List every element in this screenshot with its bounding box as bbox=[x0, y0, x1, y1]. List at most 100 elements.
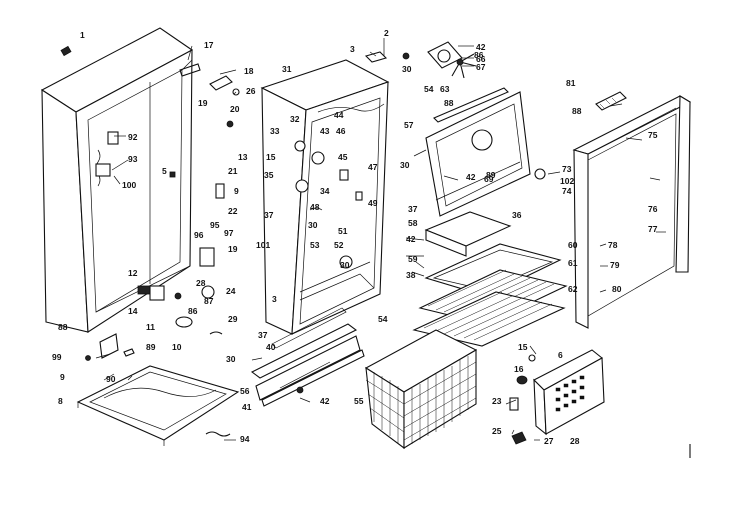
label-96: 96 bbox=[194, 230, 204, 240]
label-28: 28 bbox=[570, 436, 580, 446]
label-99: 99 bbox=[52, 352, 62, 362]
label-5: 5 bbox=[162, 166, 167, 176]
leader-lines bbox=[95, 38, 666, 441]
label-28b: 28 bbox=[196, 278, 206, 288]
label-42: 42 bbox=[476, 42, 486, 52]
label-27: 27 bbox=[544, 436, 554, 446]
label-54b: 54 bbox=[378, 314, 388, 324]
label-86: 86 bbox=[188, 306, 198, 316]
label-14: 14 bbox=[128, 306, 138, 316]
label-78: 78 bbox=[608, 240, 618, 250]
base-pan bbox=[76, 365, 240, 446]
label-6: 6 bbox=[558, 350, 563, 360]
label-52: 52 bbox=[334, 240, 344, 250]
label-36: 36 bbox=[512, 210, 522, 220]
label-30e: 30 bbox=[226, 354, 236, 364]
label-102: 102 bbox=[560, 176, 574, 186]
label-88c: 88 bbox=[444, 98, 454, 108]
label-90: 90 bbox=[106, 374, 116, 384]
label-88b: 88 bbox=[572, 106, 582, 116]
label-30d: 30 bbox=[340, 260, 350, 270]
label-18: 18 bbox=[244, 66, 254, 76]
label-86b: 86 bbox=[474, 50, 484, 60]
drawer-rails bbox=[250, 307, 365, 407]
label-9: 9 bbox=[234, 186, 239, 196]
label-81: 81 bbox=[566, 78, 576, 88]
label-15: 15 bbox=[266, 152, 276, 162]
label-1: 1 bbox=[80, 30, 85, 40]
label-56: 56 bbox=[240, 386, 250, 396]
label-48: 48 bbox=[310, 202, 320, 212]
label-20: 20 bbox=[230, 104, 240, 114]
label-12: 12 bbox=[128, 268, 138, 278]
label-51: 51 bbox=[338, 226, 348, 236]
label-24: 24 bbox=[226, 286, 236, 296]
label-69: 69 bbox=[484, 174, 494, 184]
label-45: 45 bbox=[338, 152, 348, 162]
control-panel bbox=[509, 349, 605, 445]
part-labels: 1 2 3 3 5 6 8 9 9 10 11 12 13 14 15 15 1… bbox=[52, 28, 658, 446]
label-30b: 30 bbox=[400, 160, 410, 170]
label-89: 89 bbox=[146, 342, 156, 352]
label-79: 79 bbox=[610, 260, 620, 270]
label-23: 23 bbox=[492, 396, 502, 406]
label-95: 95 bbox=[210, 220, 220, 230]
label-16: 16 bbox=[514, 364, 524, 374]
label-89b: 89 bbox=[486, 170, 496, 180]
label-53: 53 bbox=[310, 240, 320, 250]
label-19: 19 bbox=[198, 98, 208, 108]
label-43: 43 bbox=[320, 126, 330, 136]
label-97: 97 bbox=[224, 228, 234, 238]
evaporator-cover bbox=[425, 87, 546, 217]
label-62: 62 bbox=[568, 284, 578, 294]
label-34: 34 bbox=[320, 186, 330, 196]
label-15b: 15 bbox=[518, 342, 528, 352]
label-74: 74 bbox=[562, 186, 572, 196]
label-37c: 37 bbox=[258, 330, 268, 340]
label-47: 47 bbox=[368, 162, 378, 172]
label-40: 40 bbox=[266, 342, 276, 352]
label-80: 80 bbox=[612, 284, 622, 294]
label-21: 21 bbox=[228, 166, 238, 176]
label-41: 41 bbox=[242, 402, 252, 412]
label-42c: 42 bbox=[406, 234, 416, 244]
label-37: 37 bbox=[264, 210, 274, 220]
label-44: 44 bbox=[334, 110, 344, 120]
label-94: 94 bbox=[240, 434, 250, 444]
label-26: 26 bbox=[246, 86, 256, 96]
label-38: 38 bbox=[406, 270, 416, 280]
label-92: 92 bbox=[128, 132, 138, 142]
label-63: 63 bbox=[440, 84, 450, 94]
outer-cabinet bbox=[40, 27, 194, 333]
label-87: 87 bbox=[204, 296, 214, 306]
label-58: 58 bbox=[408, 218, 418, 228]
label-3: 3 bbox=[350, 44, 355, 54]
light-bulb bbox=[595, 91, 627, 111]
label-100: 100 bbox=[122, 180, 136, 190]
label-88: 88 bbox=[58, 322, 68, 332]
label-3b: 3 bbox=[272, 294, 277, 304]
door-gasket bbox=[572, 95, 692, 329]
label-49: 49 bbox=[368, 198, 378, 208]
label-32: 32 bbox=[290, 114, 300, 124]
label-37b: 37 bbox=[408, 204, 418, 214]
label-2: 2 bbox=[384, 28, 389, 38]
wire-shelves bbox=[412, 269, 568, 347]
label-31: 31 bbox=[282, 64, 292, 74]
freezer-basket bbox=[364, 329, 478, 450]
label-17: 17 bbox=[204, 40, 214, 50]
label-75: 75 bbox=[648, 130, 658, 140]
label-13: 13 bbox=[238, 152, 248, 162]
label-55: 55 bbox=[354, 396, 364, 406]
crisper-cover bbox=[424, 211, 512, 257]
label-73: 73 bbox=[562, 164, 572, 174]
label-60: 60 bbox=[568, 240, 578, 250]
label-67: 67 bbox=[476, 62, 486, 72]
label-77: 77 bbox=[648, 224, 658, 234]
label-61: 61 bbox=[568, 258, 578, 268]
label-33: 33 bbox=[270, 126, 280, 136]
label-8: 8 bbox=[58, 396, 63, 406]
label-35: 35 bbox=[264, 170, 274, 180]
label-42d: 42 bbox=[320, 396, 330, 406]
label-54: 54 bbox=[424, 84, 434, 94]
